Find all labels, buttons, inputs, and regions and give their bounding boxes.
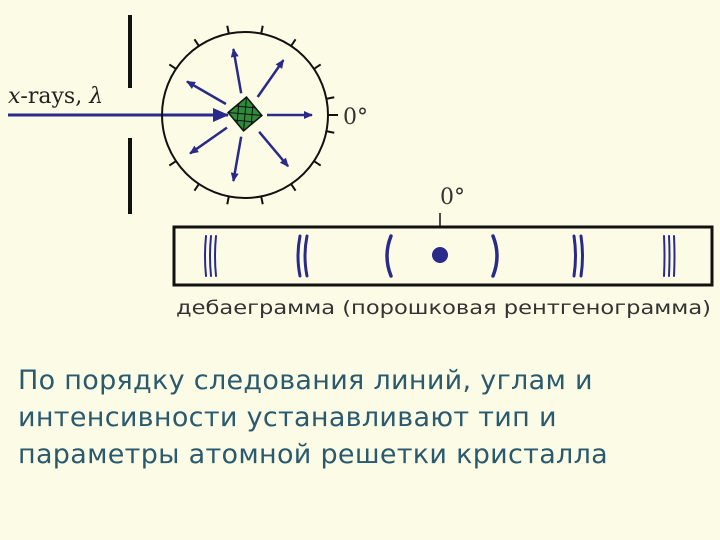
angle-label-film: 0° [440, 185, 465, 210]
diffraction-line [214, 235, 217, 277]
diffraction-line [579, 234, 584, 278]
camera-tick [312, 159, 322, 167]
camera-tick [325, 96, 335, 100]
caption-line-3: параметры атомной решетки кристалла [18, 439, 608, 470]
camera-tick [260, 25, 264, 35]
caption-line-2: интенсивности устанавливают тип и [18, 402, 557, 433]
film-caption: дебаеграмма (порошковая рентгенограмма) [176, 297, 711, 319]
camera-tick [226, 195, 230, 205]
angle-label-top: 0° [343, 105, 368, 130]
film-strip [172, 225, 714, 287]
camera-tick [193, 182, 201, 192]
diffracted-ray-arrow [186, 80, 227, 106]
camera-tick [226, 25, 230, 35]
xray-label: x-rays, λ [8, 84, 103, 109]
beam-spot [432, 247, 448, 263]
camera-tick [193, 38, 201, 48]
diffraction-line [204, 235, 207, 277]
caption-line-1: По порядку следования линий, углам и [18, 365, 593, 396]
diffraction-line [296, 234, 302, 278]
camera-tick [168, 159, 178, 167]
diffraction-line [673, 235, 676, 277]
xray-label-x: x [8, 84, 21, 109]
diffracted-rays [186, 48, 313, 182]
camera-tick [289, 182, 297, 192]
diffraction-line [572, 234, 577, 278]
diffraction-line [491, 234, 499, 278]
diffracted-ray-arrow [189, 126, 228, 155]
camera-tick [168, 63, 178, 71]
camera-tick [325, 130, 335, 134]
xray-label-text: -rays, [20, 84, 89, 109]
camera-tick [260, 195, 264, 205]
diffraction-line [209, 235, 212, 277]
caption: По порядку следования линий, углам и инт… [18, 362, 708, 473]
diffraction-lines [204, 234, 676, 278]
diffraction-line [303, 234, 309, 278]
xray-diffraction-diagram: x-rays, λ 0° 0° дебаеграмма (порошковая … [8, 15, 714, 319]
diffraction-line [668, 235, 671, 277]
diffracted-ray-arrow [230, 48, 243, 94]
diffracted-ray-arrow [258, 131, 290, 168]
diffraction-line [663, 235, 666, 277]
camera-ticks [168, 25, 338, 205]
crystal-sample [227, 96, 263, 132]
diffraction-line [385, 234, 393, 278]
diffracted-ray-arrow [256, 59, 285, 98]
camera-tick [289, 38, 297, 48]
diffracted-ray-arrow [230, 136, 243, 182]
camera-tick [312, 63, 322, 71]
xray-label-lambda: λ [88, 84, 103, 109]
